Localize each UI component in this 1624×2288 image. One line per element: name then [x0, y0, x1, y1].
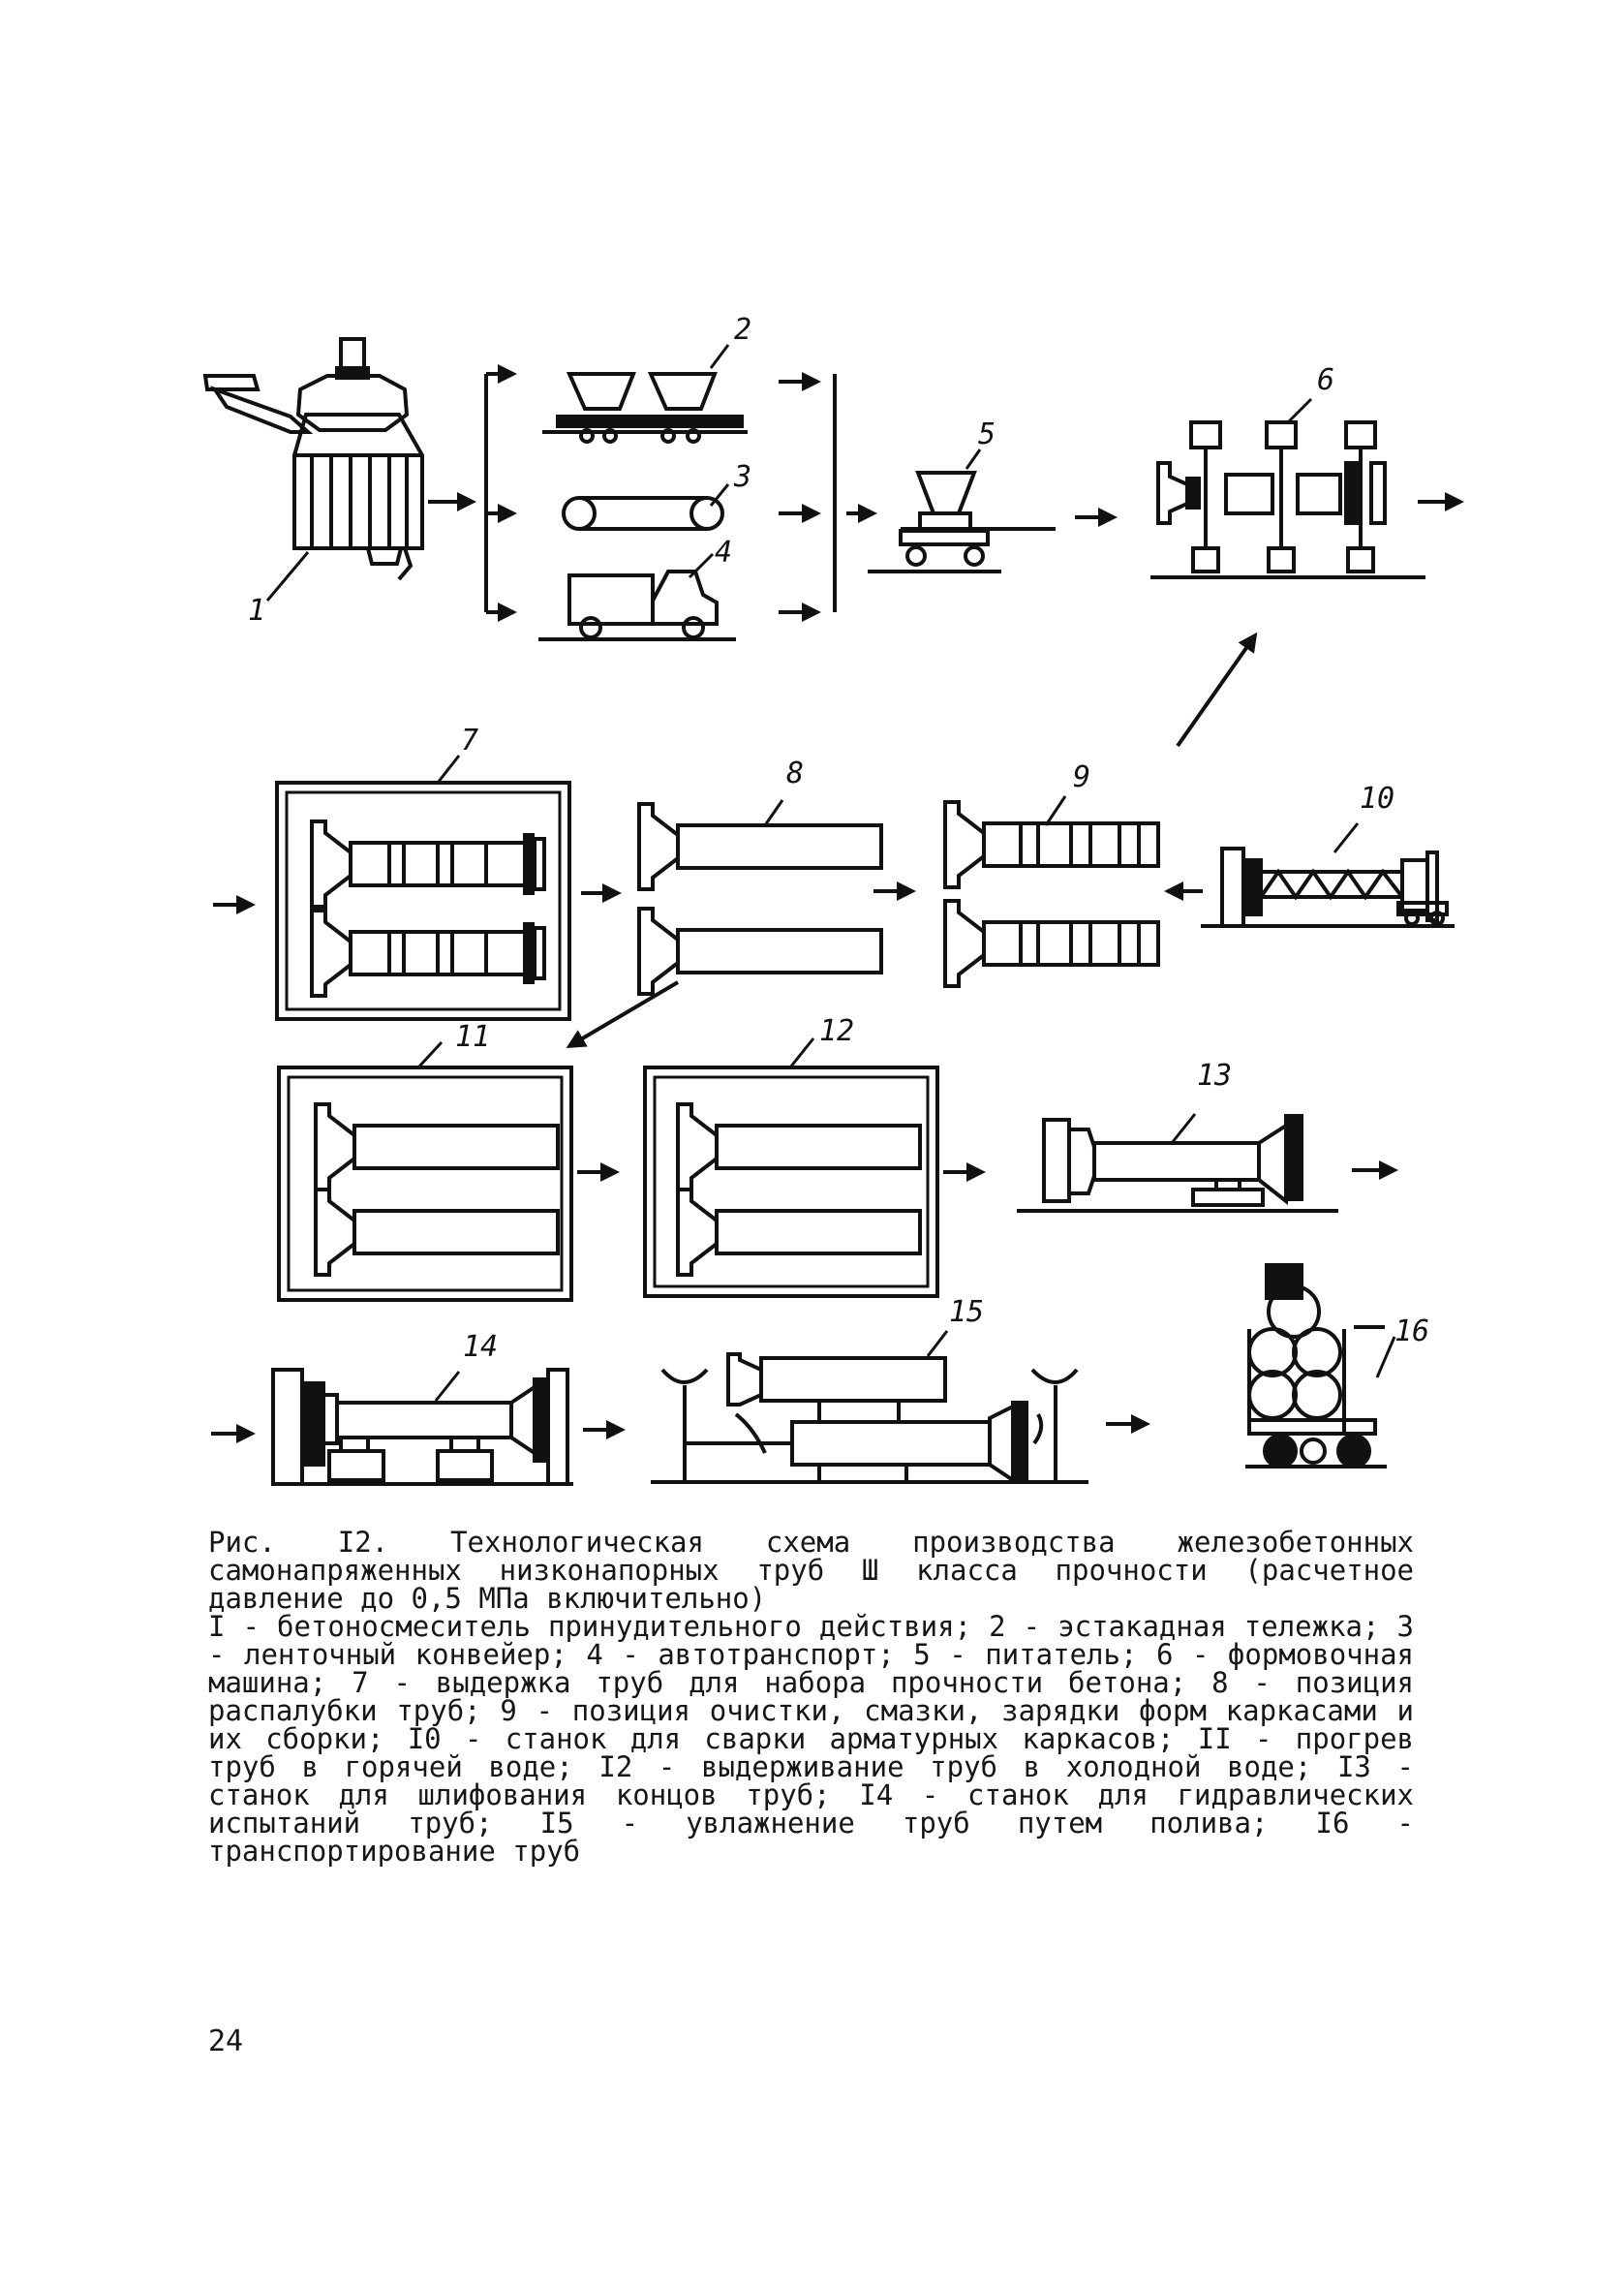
figure-caption-block: Рис. I2. Технологическая схема производс… — [208, 1529, 1414, 1866]
label-6: 6 — [1317, 363, 1334, 397]
page-number: 24 — [208, 2025, 244, 2058]
figure-caption: Рис. I2. Технологическая схема производс… — [208, 1526, 1414, 1615]
label-2: 2 — [734, 313, 751, 347]
label-7: 7 — [461, 724, 478, 758]
label-16: 16 — [1394, 1314, 1429, 1348]
forming-machine-icon — [1150, 420, 1425, 579]
demolding-station-8 — [637, 802, 883, 996]
label-9: 9 — [1073, 760, 1090, 794]
hot-water-bath-11 — [277, 1066, 573, 1302]
label-1: 1 — [248, 594, 265, 628]
distribution-branch — [484, 364, 517, 622]
figure-legend: I - бетоносмеситель принудительного дейс… — [208, 1610, 1414, 1868]
label-15: 15 — [949, 1295, 984, 1329]
hydraulic-test-machine-14 — [271, 1368, 573, 1486]
label-12: 12 — [819, 1014, 854, 1048]
process-diagram: 1 2 3 4 — [202, 313, 1464, 1486]
concrete-mixer-icon — [202, 337, 424, 581]
label-4: 4 — [715, 536, 732, 570]
label-8: 8 — [786, 757, 804, 790]
label-11: 11 — [455, 1020, 490, 1054]
pipe-truck-16 — [1245, 1263, 1387, 1469]
welding-machine-10 — [1201, 847, 1455, 928]
cold-water-bath-12 — [643, 1066, 939, 1298]
label-3: 3 — [733, 460, 751, 494]
feeder-icon — [868, 471, 1056, 573]
truck-icon — [538, 570, 736, 641]
belt-conveyor-icon — [562, 496, 724, 531]
label-10: 10 — [1360, 782, 1394, 816]
trestle-cart-icon — [542, 372, 748, 444]
label-5: 5 — [978, 417, 996, 451]
label-13: 13 — [1197, 1059, 1232, 1093]
watering-station-15 — [651, 1352, 1088, 1484]
grinding-machine-13 — [1017, 1114, 1338, 1213]
curing-chamber-7 — [275, 781, 571, 1021]
cleaning-station-9 — [943, 800, 1160, 988]
label-14: 14 — [463, 1330, 498, 1364]
